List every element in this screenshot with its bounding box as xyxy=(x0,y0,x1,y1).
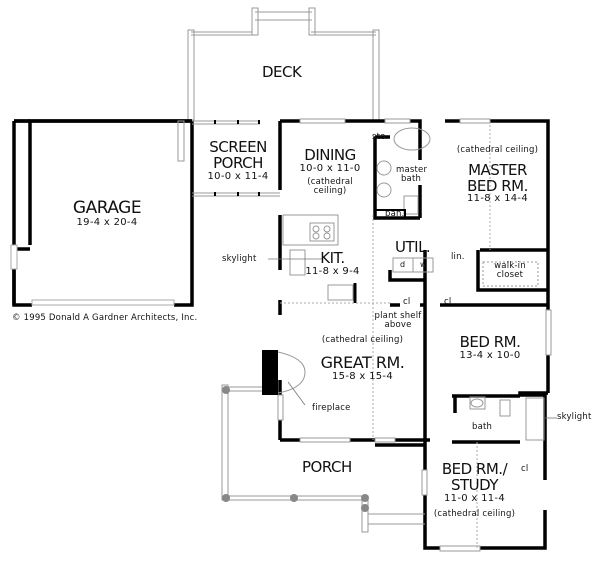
walk-in-closet-line2: closet xyxy=(496,269,524,280)
closet-label-1: cl xyxy=(403,297,411,307)
master-bed-label: (cathedral ceiling) MASTER BED RM. 11-8 … xyxy=(440,146,555,205)
plant-shelf-line1: plant shelf xyxy=(374,311,422,321)
great-room-label: (cathedral ceiling) GREAT RM. 15-8 x 15-… xyxy=(300,336,425,382)
master-bath-label: master bath xyxy=(396,165,428,184)
fireplace-label: fireplace xyxy=(312,403,351,413)
closet-label-3: cl xyxy=(521,464,529,474)
garage-dims: 19-4 x 20-4 xyxy=(76,216,138,228)
garage-door xyxy=(31,299,175,306)
linen-label: lin. xyxy=(451,252,465,262)
bed-study-dims: 11-0 x 11-4 xyxy=(444,492,505,504)
bed-study-name-1: BED RM./ xyxy=(441,460,508,478)
house-walls xyxy=(278,119,550,550)
dining-name: DINING xyxy=(304,146,356,164)
master-bed-name-1: MASTER xyxy=(468,160,527,179)
bed-rm-name: BED RM. xyxy=(459,333,521,351)
kitchen-name: KIT. xyxy=(320,249,345,267)
copyright-text: © 1995 Donald A Gardner Architects, Inc. xyxy=(12,313,198,323)
master-bath-line1: master xyxy=(396,165,428,175)
fireplace-hearth xyxy=(262,350,278,395)
garage-label: GARAGE 19-4 x 20-4 xyxy=(62,198,152,228)
screen-porch-name-1: SCREEN xyxy=(209,138,267,156)
washer-label: w xyxy=(420,260,427,269)
screen-porch-label: SCREEN PORCH 10-0 x 11-4 xyxy=(198,138,278,182)
dryer-label: d xyxy=(400,260,406,269)
bed-study-note: (cathedral ceiling) xyxy=(433,509,516,519)
dining-note-1: (cathedral xyxy=(307,177,353,188)
closet-label-2: cl xyxy=(444,297,452,307)
plant-shelf-label: plant shelf above xyxy=(372,312,424,330)
plant-shelf-line2: above xyxy=(384,319,412,330)
porch-label: PORCH xyxy=(302,458,352,476)
skylight-bath-callout: skylight xyxy=(557,412,592,422)
screen-porch-name-2: PORCH xyxy=(213,153,263,172)
master-bath-line2: bath xyxy=(400,173,422,184)
master-bed-dims: 11-8 x 14-4 xyxy=(467,193,528,205)
dining-dims: 10-0 x 11-0 xyxy=(299,162,361,174)
bed-study-name-2: STUDY xyxy=(450,475,499,494)
bed-rm-label: BED RM. 13-4 x 10-0 xyxy=(440,333,540,361)
screen-porch-dims: 10-0 x 11-4 xyxy=(207,170,269,182)
great-room-name: GREAT RM. xyxy=(320,352,405,372)
walk-in-closet-line1: walk-in xyxy=(494,261,526,271)
walk-in-closet-label: walk-in closet xyxy=(485,262,535,280)
bed-study-label: BED RM./ STUDY 11-0 x 11-4 (cathedral ce… xyxy=(427,460,522,519)
bath-label: bath xyxy=(472,422,493,432)
great-room-dims: 15-8 x 15-4 xyxy=(332,370,393,382)
skylight-kitchen-callout: skylight xyxy=(222,254,257,264)
garage-name: GARAGE xyxy=(72,198,142,218)
kitchen-dims: 11-8 x 9-4 xyxy=(305,265,360,277)
kitchen-label: KIT. 11-8 x 9-4 xyxy=(300,249,365,277)
sto-label: sto. xyxy=(372,132,389,142)
util-label: UTIL. xyxy=(395,238,431,256)
deck-label: DECK xyxy=(262,63,302,81)
master-bed-note: (cathedral ceiling) xyxy=(456,145,539,155)
dining-label: DINING 10-0 x 11-0 (cathedral ceiling) xyxy=(290,146,370,197)
bed-rm-dims: 13-4 x 10-0 xyxy=(459,349,521,361)
dining-note-2: ceiling) xyxy=(313,186,347,197)
master-bed-name-2: BED RM. xyxy=(467,176,528,195)
pan-label: pan. xyxy=(385,209,405,219)
great-room-note: (cathedral ceiling) xyxy=(321,335,404,345)
